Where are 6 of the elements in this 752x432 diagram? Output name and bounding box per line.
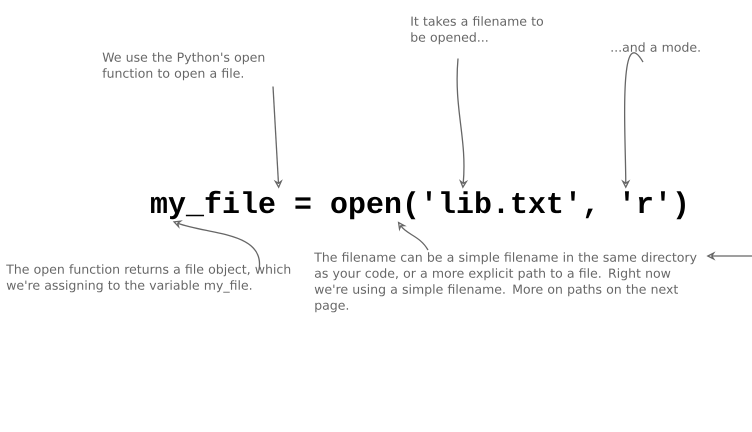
- note-text: It takes a filename to be opened...: [411, 16, 544, 44]
- note-text: The filename can be a simple filename in the same directory as your code, or a more explicit path to a file. Right now we're using a simple filename. More on paths on the next page.: [314, 252, 697, 312]
- code-line: my_file = open('lib.txt', 'r'): [150, 190, 685, 220]
- note-text: The open function returns a file object, which we're assigning to the variable my_file.: [6, 264, 290, 293]
- note-text: We use the Python's open function to open a file.: [102, 52, 264, 80]
- note-text: ...and a mode.: [612, 42, 700, 52]
